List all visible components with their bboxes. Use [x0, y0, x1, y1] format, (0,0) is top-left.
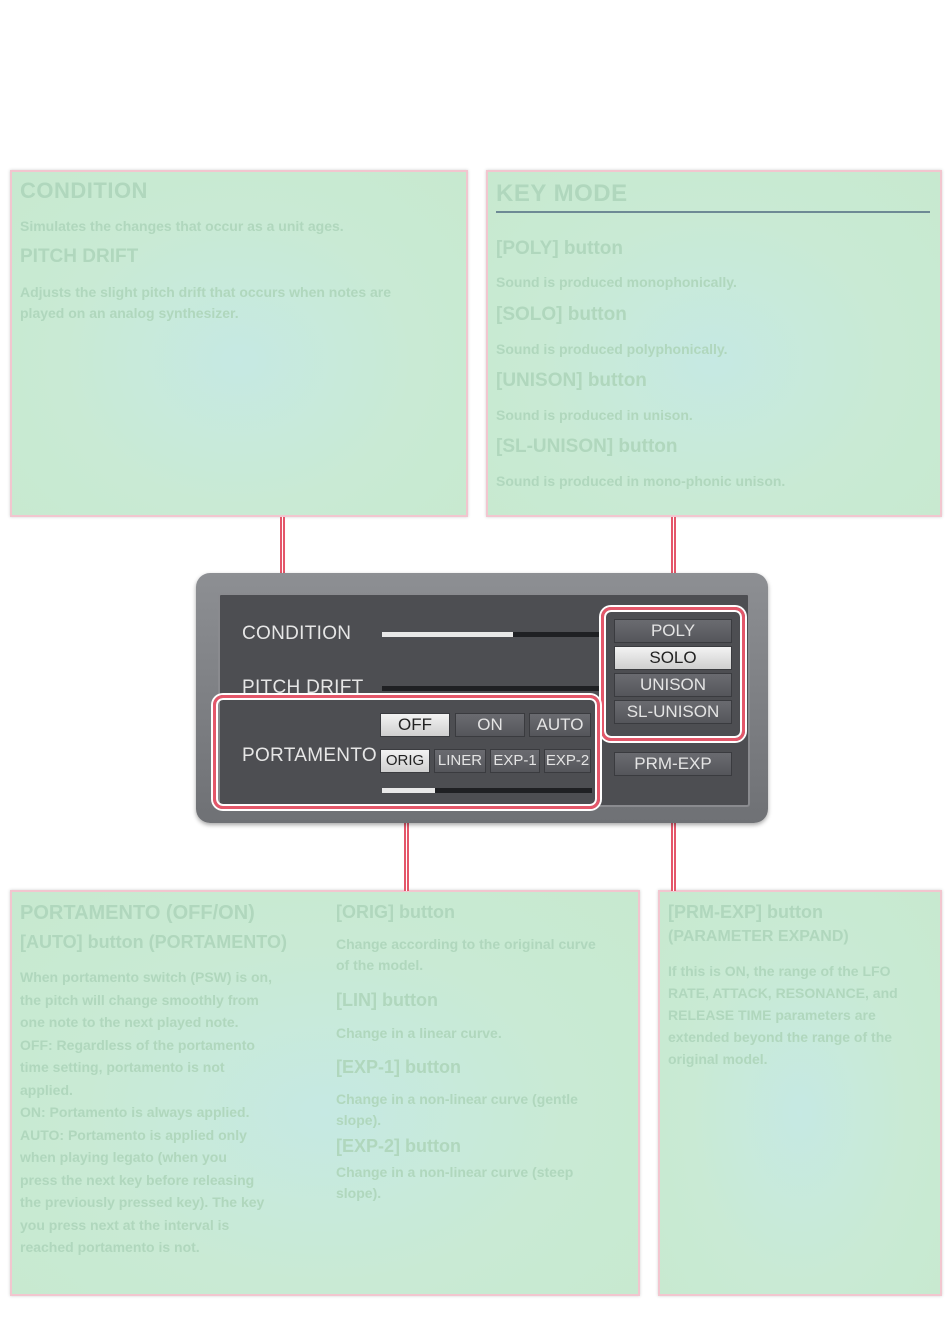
key-mode-poly-button[interactable]: POLY [614, 619, 732, 643]
callout-text-line: you press next at the interval is [20, 1216, 230, 1233]
condition-label: CONDITION [242, 623, 352, 644]
key-mode-item-desc: Sound is produced monophonically. [496, 274, 737, 290]
callout-text-line: press the next key before releasing [20, 1171, 255, 1188]
porta-exp1-button[interactable]: EXP-1 [490, 749, 540, 773]
key-mode-item-label: [SL-UNISON] button [496, 436, 678, 457]
prm-exp-button[interactable]: PRM-EXP [614, 752, 732, 776]
callout-text-line: OFF: Regardless of the portamento [20, 1036, 255, 1053]
portamento-callout-subtitle: [AUTO] button (PORTAMENTO) [20, 932, 287, 952]
key-mode-item-label: [POLY] button [496, 238, 623, 259]
callout-text-line: AUTO: Portamento is applied only [20, 1126, 247, 1143]
porta-curve-item-label: [EXP-1] button [336, 1057, 461, 1077]
portamento-connector [404, 808, 409, 891]
condition-callout-text: Simulates the changes that occur as a un… [20, 218, 344, 234]
prm-exp-callout: [PRM-EXP] button (PARAMETER EXPAND) If t… [658, 890, 942, 1296]
callout-text-line: applied. [20, 1081, 73, 1098]
key-mode-connector [671, 517, 676, 609]
callout-text-line: reached portamento is not. [20, 1239, 200, 1255]
porta-orig-button[interactable]: ORIG [380, 749, 430, 773]
callout-text-line: original model. [668, 1051, 768, 1067]
synth-panel: CONDITION PITCH DRIFT OFF ON AUTO PORTAM… [196, 573, 768, 823]
porta-curve-item-label: [EXP-2] button [336, 1136, 461, 1156]
porta-auto-button[interactable]: AUTO [529, 713, 591, 737]
key-mode-sl-unison-button[interactable]: SL-UNISON [614, 700, 732, 724]
key-mode-highlight [601, 607, 745, 741]
portamento-highlight [213, 695, 600, 809]
prm-exp-callout-title: [PRM-EXP] button [668, 902, 823, 922]
condition-callout: CONDITION Simulates the changes that occ… [10, 170, 468, 517]
porta-liner-button[interactable]: LINER [434, 749, 486, 773]
porta-curve-item-desc: Change according to the original curve [336, 936, 596, 952]
callout-text-line: the previously pressed key). The key [20, 1194, 265, 1210]
key-mode-item-label: [SOLO] button [496, 304, 627, 325]
callout-text-line: one note to the next played note. [20, 1014, 239, 1030]
key-mode-item-desc: Sound is produced in unison. [496, 407, 693, 423]
callout-text-line: the pitch will change smoothly from [20, 991, 259, 1008]
callout-text-line: When portamento switch (PSW) is on, [20, 969, 272, 985]
portamento-time-slider[interactable] [382, 788, 592, 793]
pitch-drift-callout-text-2: played on an analog synthesizer. [20, 305, 239, 321]
condition-slider-fill [382, 632, 513, 637]
key-mode-divider [496, 211, 930, 213]
condition-callout-title: CONDITION [20, 178, 148, 203]
prm-exp-callout-text: If this is ON, the range of the LFO RATE,… [668, 960, 933, 1070]
pitch-drift-callout-text-1: Adjusts the slight pitch drift that occu… [20, 284, 392, 300]
prm-exp-connector [671, 784, 676, 891]
callout-text-line: RELEASE TIME parameters are [668, 1007, 876, 1023]
porta-curve-item-desc: of the model. [336, 957, 424, 973]
key-mode-callout: KEY MODE [POLY] button Sound is produced… [486, 170, 942, 517]
callout-text-line: If this is ON, the range of the LFO [668, 963, 891, 979]
portamento-callout-left-text: When portamento switch (PSW) is on, the p… [20, 966, 320, 1259]
callout-text-line: ON: Portamento is always applied. [20, 1104, 250, 1120]
portamento-callout: PORTAMENTO (OFF/ON) [AUTO] button (PORTA… [10, 890, 640, 1296]
key-mode-item-label: [UNISON] button [496, 370, 647, 391]
pitch-drift-label: PITCH DRIFT [242, 677, 364, 698]
porta-on-button[interactable]: ON [455, 713, 525, 737]
porta-curve-item-label: [ORIG] button [336, 902, 455, 922]
key-mode-solo-button[interactable]: SOLO [614, 646, 732, 670]
porta-curve-item-desc: slope). [336, 1112, 382, 1128]
portamento-time-slider-fill [382, 788, 435, 793]
porta-curve-item-label: [LIN] button [336, 990, 438, 1010]
key-mode-item-desc: Sound is produced in mono-phonic unison. [496, 473, 786, 489]
key-mode-callout-title: KEY MODE [496, 180, 628, 207]
callout-text-line: extended beyond the range of the [668, 1029, 893, 1045]
porta-curve-item-desc: Change in a non-linear curve (steep [336, 1164, 574, 1180]
key-mode-item-desc: Sound is produced polyphonically. [496, 341, 728, 357]
condition-slider[interactable] [382, 632, 600, 637]
porta-off-button[interactable]: OFF [380, 713, 450, 737]
callout-text-line: time setting, portamento is not [20, 1059, 225, 1075]
porta-curve-item-desc: Change in a non-linear curve (gentle [336, 1091, 578, 1107]
pitch-drift-slider[interactable] [382, 686, 600, 691]
prm-exp-callout-subtitle: (PARAMETER EXPAND) [668, 928, 849, 945]
callout-text-line: RATE, ATTACK, RESONANCE, and [668, 985, 898, 1001]
portamento-callout-title: PORTAMENTO (OFF/ON) [20, 902, 255, 924]
porta-curve-item-desc: slope). [336, 1185, 382, 1201]
porta-exp2-button[interactable]: EXP-2 [544, 749, 591, 773]
portamento-label: PORTAMENTO [242, 745, 377, 766]
callout-text-line: when playing legato (when you [20, 1149, 227, 1165]
key-mode-unison-button[interactable]: UNISON [614, 673, 732, 697]
porta-curve-item-desc: Change in a linear curve. [336, 1025, 502, 1041]
pitch-drift-callout-title: PITCH DRIFT [20, 246, 139, 267]
condition-connector [280, 517, 285, 621]
